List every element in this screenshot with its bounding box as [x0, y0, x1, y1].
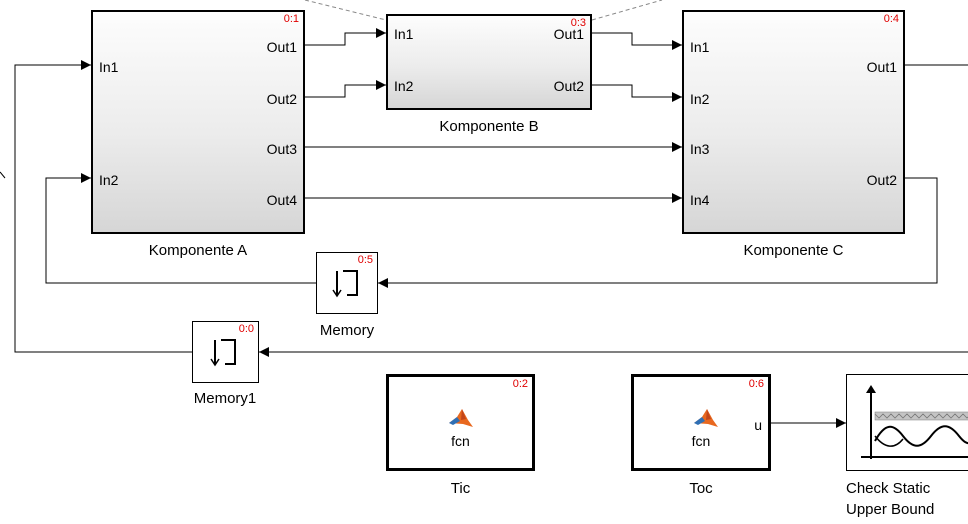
wire-b-out1-c-in1 — [592, 32, 682, 50]
block-label-memory1: Memory1 — [193, 390, 257, 407]
wire-c-out2-memory — [378, 177, 938, 288]
priority-badge: 0:1 — [283, 13, 299, 25]
fcn-label: fcn — [691, 433, 711, 449]
port-out1[interactable]: Out1 — [266, 39, 297, 55]
komponente-a-block[interactable]: 0:1 In1 In2 Out1 Out2 Out3 Out4 — [91, 10, 305, 234]
port-in4[interactable]: In4 — [690, 192, 710, 208]
block-label-check-line2: Upper Bound — [846, 501, 935, 518]
memory1-block[interactable]: 0:0 — [192, 321, 259, 383]
wire-a-out2-b-in2 — [305, 80, 386, 98]
offscreen-line-fragment — [0, 171, 6, 179]
port-u[interactable]: u — [754, 417, 762, 433]
matlab-function-icon — [449, 409, 473, 427]
zoom-guide-left — [304, 0, 387, 21]
tic-function-block[interactable]: 0:2 fcn — [386, 374, 535, 471]
wire-a-out1-b-in1 — [305, 28, 386, 46]
zoom-guide-right — [591, 0, 663, 21]
block-label-tic: Tic — [450, 480, 471, 497]
wire-b-out2-c-in2 — [592, 84, 682, 102]
priority-badge: 0:0 — [238, 323, 254, 335]
priority-badge: 0:2 — [512, 378, 528, 390]
block-label-memory: Memory — [319, 322, 375, 339]
memory-block[interactable]: 0:5 — [316, 252, 378, 314]
block-label-komponente-c: Komponente C — [743, 242, 844, 259]
port-in2[interactable]: In2 — [394, 78, 414, 94]
port-out1[interactable]: Out1 — [553, 26, 584, 42]
port-in2[interactable]: In2 — [99, 172, 119, 188]
port-in2[interactable]: In2 — [690, 91, 710, 107]
block-label-check-line1: Check Static — [846, 480, 931, 497]
fcn-label: fcn — [451, 433, 470, 449]
matlab-function-icon — [694, 409, 718, 427]
block-label-komponente-a: Komponente A — [148, 242, 248, 259]
block-label-toc: Toc — [689, 480, 713, 497]
priority-badge: 0:6 — [748, 378, 764, 390]
port-in1[interactable]: In1 — [394, 26, 414, 42]
port-out2[interactable]: Out2 — [266, 91, 297, 107]
port-in1[interactable]: In1 — [99, 59, 119, 75]
memory-icon — [210, 339, 236, 367]
wire-memory1-a-in1 — [14, 60, 192, 353]
komponente-b-block[interactable]: 0:3 In1 In2 Out1 Out2 — [386, 14, 592, 110]
port-out1[interactable]: Out1 — [866, 59, 897, 75]
port-in1[interactable]: In1 — [690, 39, 710, 55]
priority-badge: 0:4 — [883, 13, 899, 25]
block-label-komponente-b: Komponente B — [439, 118, 539, 135]
port-out4[interactable]: Out4 — [266, 192, 297, 208]
komponente-c-block[interactable]: 0:4 In1 In2 In3 In4 Out1 Out2 — [682, 10, 905, 234]
check-static-upper-bound-block[interactable] — [846, 374, 968, 471]
port-out2[interactable]: Out2 — [866, 172, 897, 188]
memory-icon — [332, 270, 358, 298]
port-out2[interactable]: Out2 — [553, 78, 584, 94]
upper-bound-assertion-icon — [861, 385, 968, 459]
priority-badge: 0:5 — [357, 254, 373, 266]
port-in3[interactable]: In3 — [690, 141, 710, 157]
wire-memory-a-in2 — [45, 173, 316, 284]
toc-function-block[interactable]: 0:6 fcn u — [631, 374, 771, 471]
priority-badge: 0:3 — [570, 17, 586, 29]
port-out3[interactable]: Out3 — [266, 141, 297, 157]
